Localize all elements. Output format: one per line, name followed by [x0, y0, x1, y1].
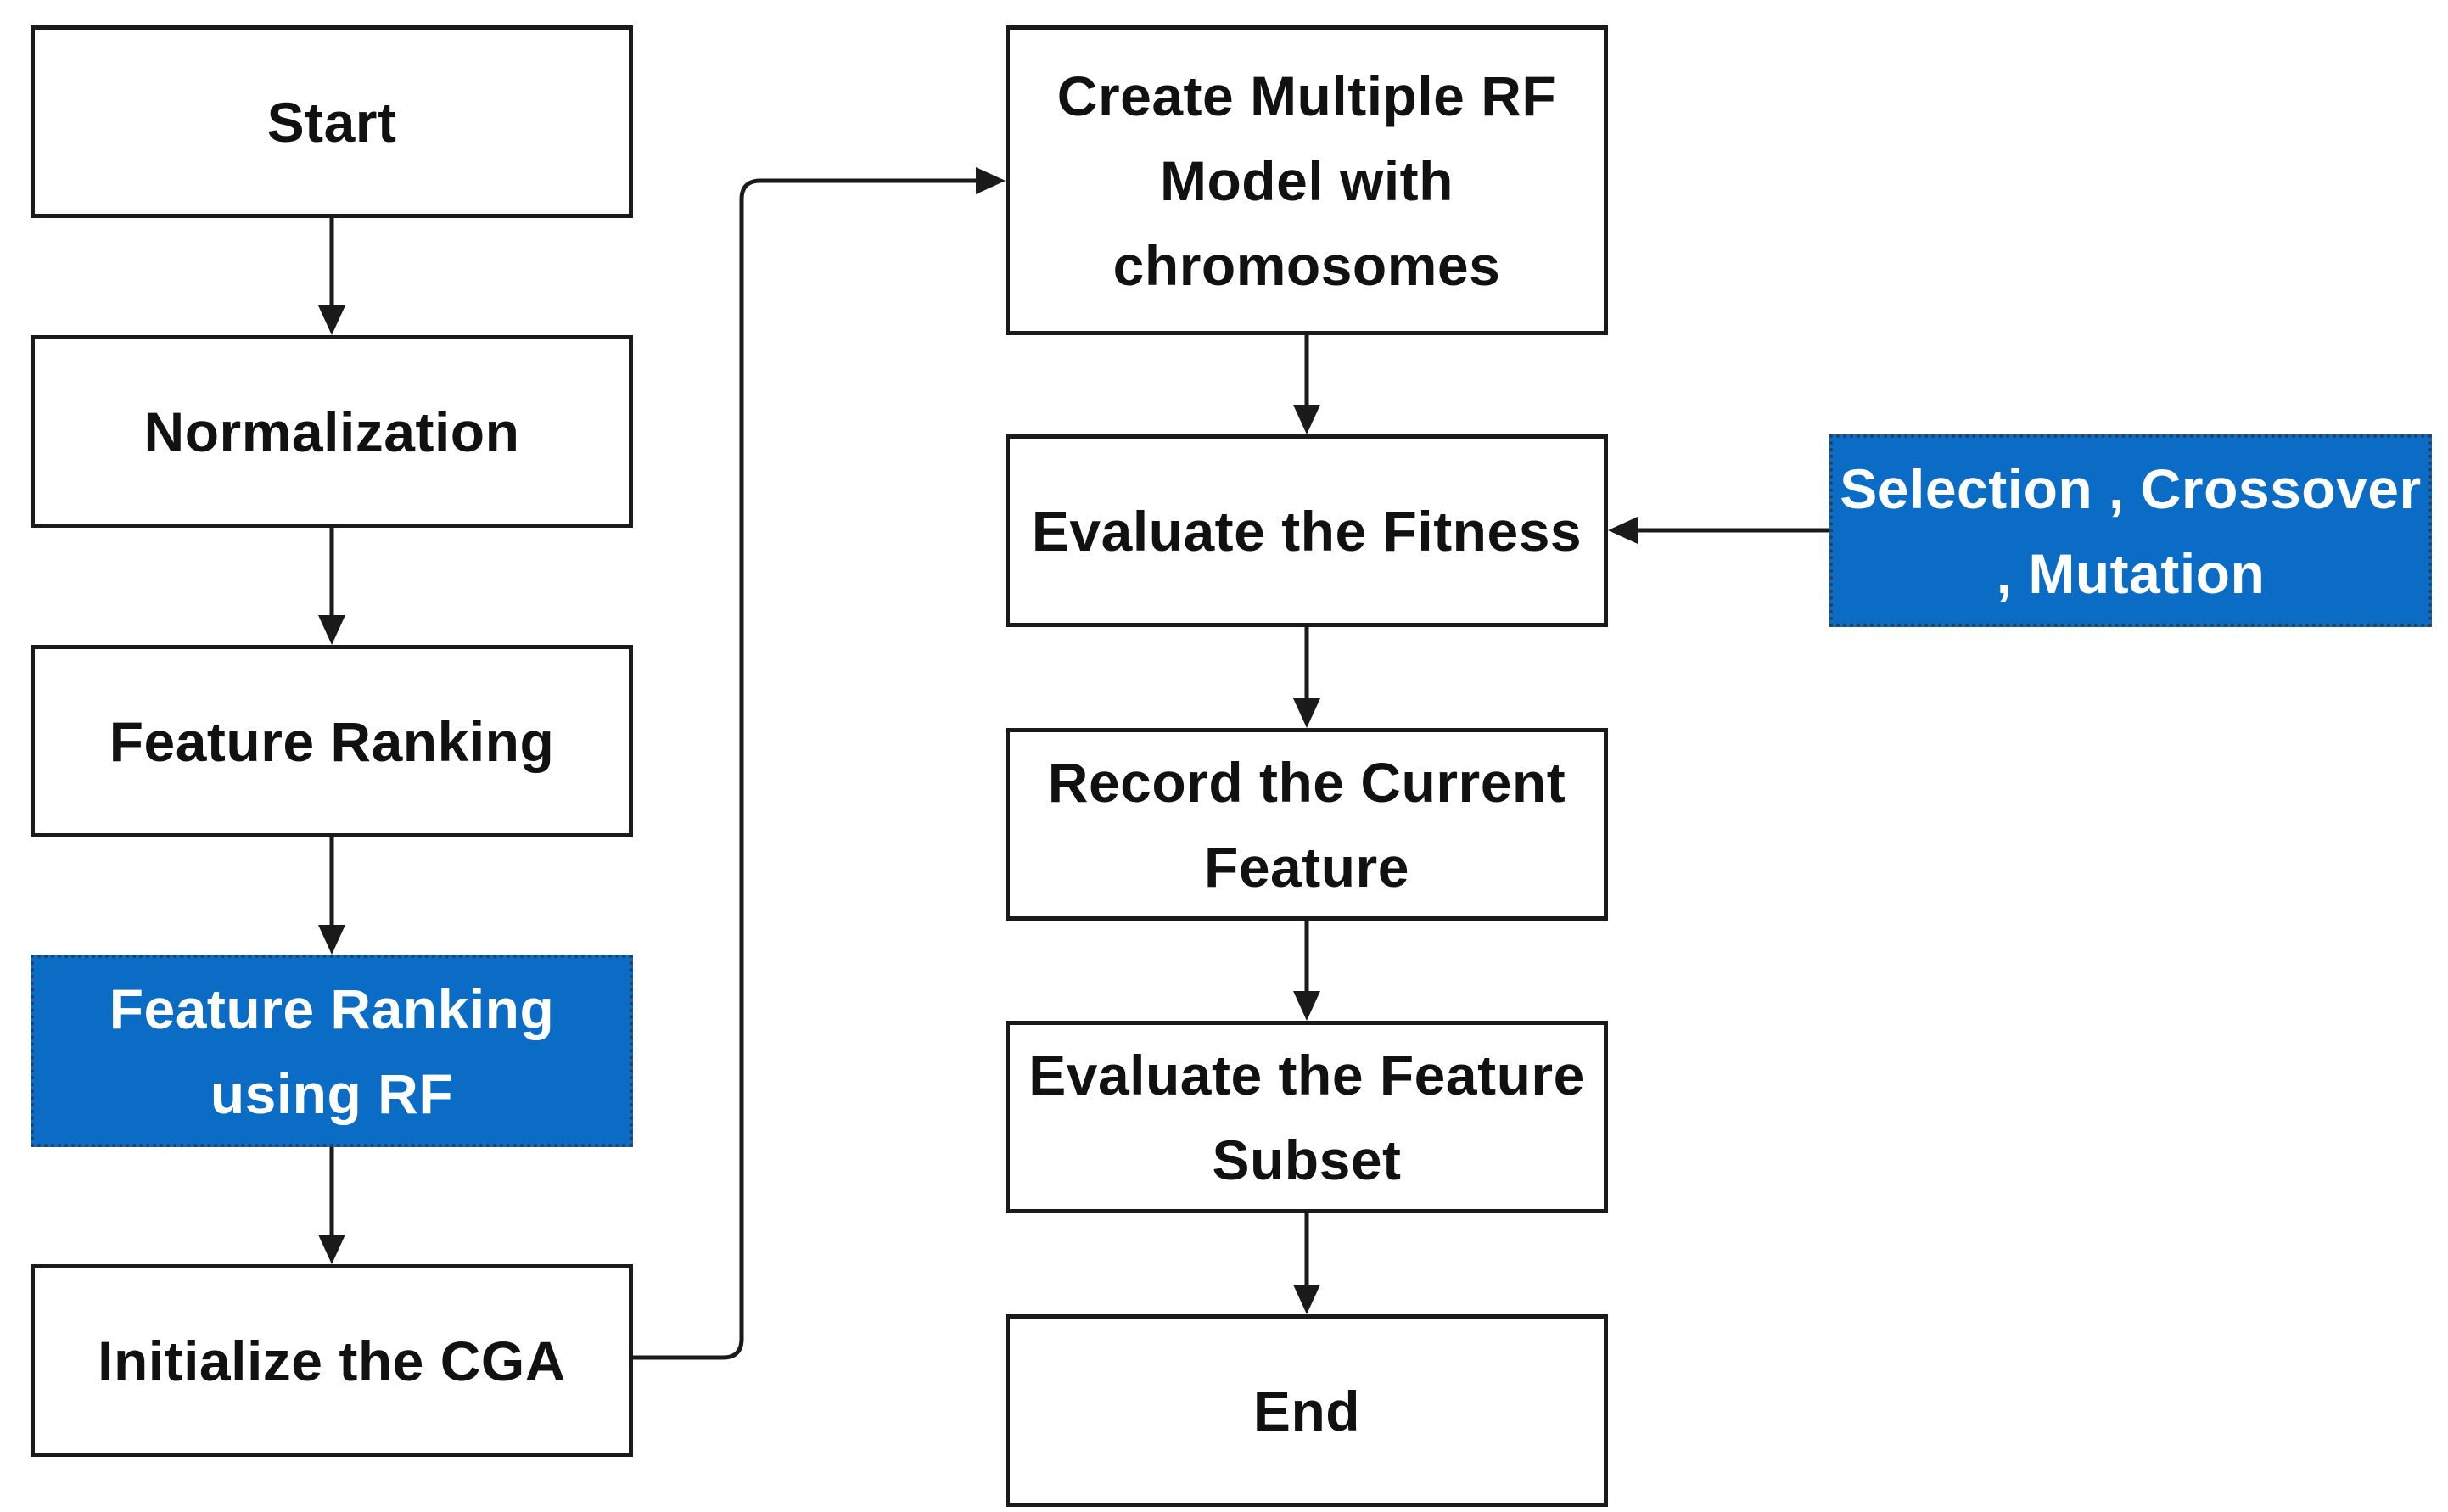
arrowhead-operators-to-fitness: [1608, 517, 1638, 544]
node-create-models-label: Create Multiple RF Model with chromosome…: [1056, 64, 1557, 297]
arrowhead-create-to-fitness: [1293, 405, 1320, 434]
node-evaluate-fitness-label: Evaluate the Fitness: [1031, 499, 1583, 563]
node-genetic-operators: Selection , Crossover , Mutation: [1829, 434, 2432, 627]
node-feature-ranking-label: Feature Ranking: [109, 709, 555, 773]
node-evaluate-subset-label: Evaluate the Feature Subset: [1028, 1043, 1585, 1191]
node-feature-ranking-rf: Feature Ranking using RF: [31, 955, 633, 1147]
arrowhead-rf-to-initialize: [318, 1235, 345, 1264]
arrowhead-feature-ranking-to-rf: [318, 925, 345, 955]
arrowhead-subset-to-end: [1293, 1285, 1320, 1314]
arrow-initialize-to-create: [633, 178, 984, 1360]
node-evaluate-subset: Evaluate the Feature Subset: [1006, 1021, 1608, 1213]
arrowhead-record-to-subset: [1293, 991, 1320, 1021]
node-initialize-cga-label: Initialize the CGA: [98, 1329, 566, 1392]
node-genetic-operators-label: Selection , Crossover , Mutation: [1840, 456, 2422, 605]
node-create-models: Create Multiple RF Model with chromosome…: [1006, 25, 1608, 335]
node-end: End: [1006, 1314, 1608, 1507]
node-record-feature-label: Record the Current Feature: [1047, 750, 1566, 899]
arrowhead-fitness-to-record: [1293, 698, 1320, 728]
node-record-feature: Record the Current Feature: [1006, 728, 1608, 921]
node-normalization-label: Normalization: [143, 400, 520, 463]
node-start-label: Start: [266, 90, 397, 154]
node-start: Start: [31, 25, 633, 218]
node-feature-ranking: Feature Ranking: [31, 645, 633, 837]
node-initialize-cga: Initialize the CGA: [31, 1264, 633, 1457]
node-evaluate-fitness: Evaluate the Fitness: [1006, 434, 1608, 627]
arrowhead-initialize-to-create: [976, 167, 1006, 194]
node-end-label: End: [1252, 1379, 1361, 1442]
node-normalization: Normalization: [31, 335, 633, 528]
node-feature-ranking-rf-label: Feature Ranking using RF: [109, 977, 555, 1125]
arrowhead-start-to-normalization: [318, 305, 345, 335]
arrowhead-normalization-to-feature-ranking: [318, 615, 345, 645]
